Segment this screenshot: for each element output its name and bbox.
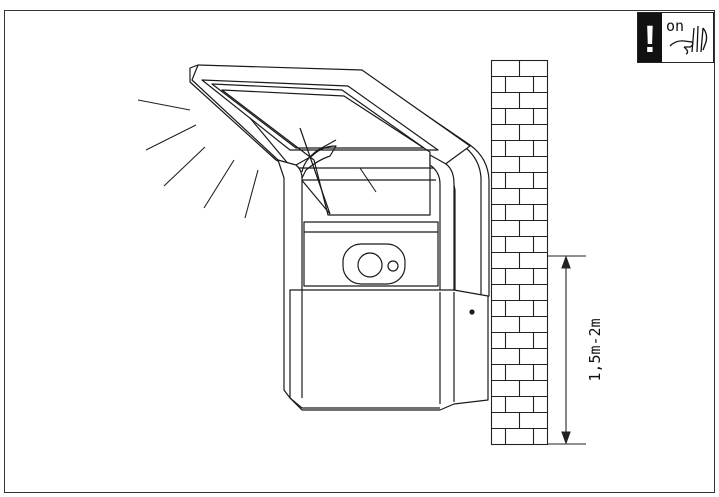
diagram-border <box>4 10 715 493</box>
warning-badge: ! on <box>637 12 714 63</box>
finger-on-wall-icon <box>669 25 708 55</box>
exclamation-block <box>638 13 662 62</box>
brick-courses <box>491 60 548 445</box>
light-sensor <box>387 260 399 272</box>
lower-body <box>289 289 489 411</box>
diffuser-panel <box>221 89 431 216</box>
warning-symbol: ! <box>644 19 657 61</box>
warning-on-text: on <box>666 17 684 35</box>
brick-wall <box>490 59 549 446</box>
motion-sensor-lens <box>357 252 383 278</box>
height-label: 1,5m-2m <box>586 318 604 381</box>
screw-hole <box>469 309 475 315</box>
wall-luminaire <box>189 64 490 411</box>
height-dimension <box>548 255 586 445</box>
